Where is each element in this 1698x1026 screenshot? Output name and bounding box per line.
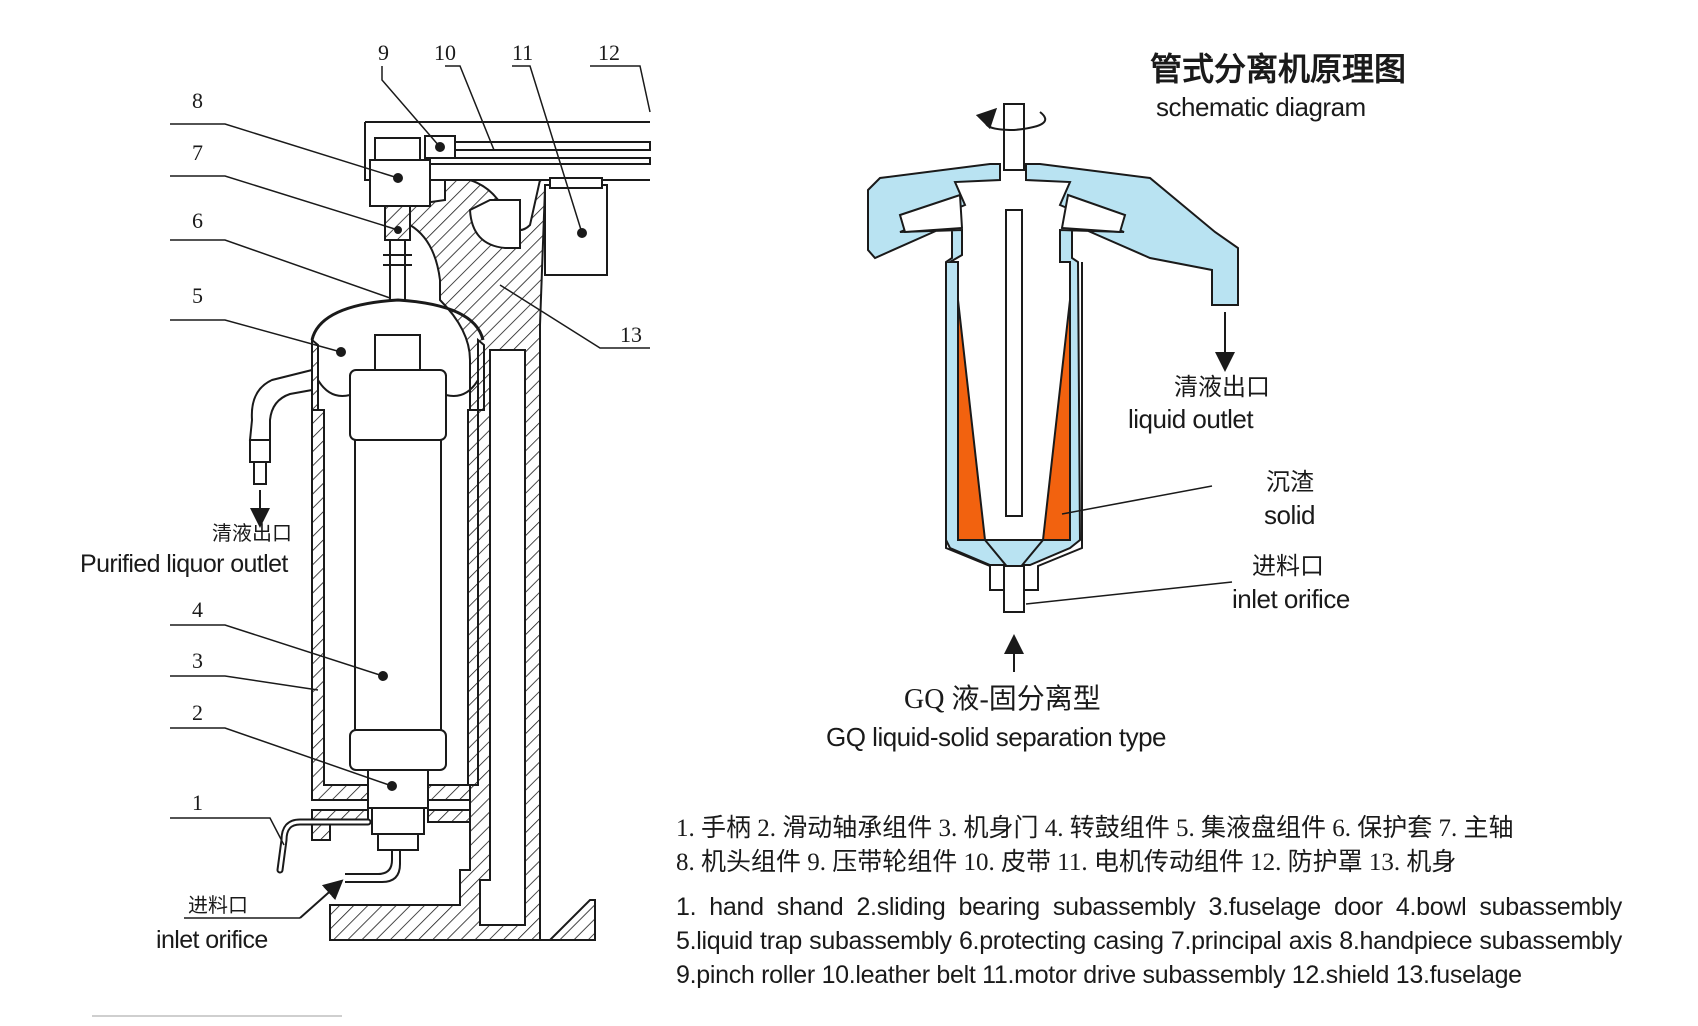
schematic-title-cn: 管式分离机原理图: [1150, 50, 1406, 88]
schematic-inlet-en: inlet orifice: [1232, 584, 1350, 614]
fuselage-inner-curve: [468, 199, 521, 249]
part-number: 5: [192, 283, 203, 308]
inlet-leader: [1025, 581, 1233, 605]
bearing-body: [367, 769, 429, 809]
part-number: 1: [192, 790, 203, 815]
part-number: 6: [192, 208, 203, 233]
handpiece-head: [369, 159, 431, 207]
liquid-trap-dome: [310, 298, 485, 341]
leader-11: [512, 65, 583, 234]
spindle-hatch: [384, 205, 411, 241]
trap-bowl-left: [317, 375, 351, 397]
leader-1: [170, 817, 285, 846]
solid-leader: [1061, 485, 1213, 515]
left-inlet-cn: 进料口: [188, 894, 248, 917]
left-outlet-cn: 清液出口: [212, 522, 292, 545]
leader-3: [170, 675, 319, 691]
shaft: [1003, 103, 1025, 171]
left-outlet-en: Purified liquor outlet: [80, 550, 288, 578]
lower-bracket-right: [427, 809, 471, 823]
centrifuge-cross-section: [170, 65, 651, 941]
inlet-arrow: [299, 879, 344, 919]
leader-2: [170, 727, 393, 787]
rotation-arrow: [975, 107, 1047, 132]
leader-8: [170, 123, 399, 179]
legend-en: 1. hand shand 2.sliding bearing subassem…: [676, 893, 1622, 989]
part-number: 3: [192, 648, 203, 673]
part-number: 7: [192, 140, 203, 165]
belt-lower: [429, 157, 651, 165]
bearing-lower: [371, 807, 425, 835]
schematic-outlet-en: liquid outlet: [1128, 404, 1254, 434]
leader-12: [590, 65, 651, 113]
inner-tube: [1005, 209, 1023, 517]
schematic-drawing: [867, 103, 1239, 672]
solid-left: [957, 299, 987, 541]
left-inlet-en: inlet orifice: [156, 926, 268, 954]
motor-cap: [549, 177, 603, 189]
legend-cn-line-1: 1. 手柄 2. 滑动轴承组件 3. 机身门 4. 转鼓组件 5. 集液盘组件 …: [676, 815, 1514, 842]
leader-5: [170, 319, 342, 353]
inlet-stub: [1003, 565, 1025, 613]
outlet-tip: [253, 461, 267, 485]
part-number: 4: [192, 597, 203, 622]
belt-upper: [429, 141, 651, 151]
bowl-neck: [374, 334, 421, 371]
part-number: 10: [434, 40, 456, 65]
bearing-bottom: [377, 833, 419, 851]
right-baffle: [1060, 193, 1127, 234]
trap-right: [477, 337, 485, 411]
bowl-body: [354, 439, 442, 731]
schematic-title-en: schematic diagram: [1156, 92, 1366, 122]
legend-cn-line-2: 8. 机头组件 9. 压带轮组件 10. 皮带 11. 电机传动组件 12. 防…: [676, 849, 1457, 876]
part-number: 2: [192, 700, 203, 725]
outlet-nozzle: [249, 439, 271, 463]
hand-handle-core: [278, 820, 370, 872]
solid-right: [1041, 299, 1071, 541]
leader-13: [499, 284, 650, 349]
leader-7: [170, 175, 399, 231]
legend-cn: 1. 手柄 2. 滑动轴承组件 3. 机身门 4. 转鼓组件 5. 集液盘组件 …: [676, 812, 1622, 880]
principal-axis: [383, 240, 412, 300]
leader-10: [445, 65, 495, 151]
outlet-pipe: [248, 368, 313, 441]
leader-9: [381, 66, 441, 148]
leader-lines: [170, 65, 651, 846]
column-cavity: [479, 349, 526, 926]
bowl-shoulder: [349, 369, 447, 441]
motor: [544, 184, 608, 276]
liquid-cone: [982, 539, 1046, 577]
part-number: 12: [598, 40, 620, 65]
schematic-solid-cn: 沉渣: [1266, 469, 1314, 496]
leader-6: [170, 239, 391, 299]
handpiece-top: [374, 137, 421, 161]
schematic-inlet-cn: 进料口: [1252, 553, 1324, 580]
part-number: 9: [378, 40, 389, 65]
schematic-type-en: GQ liquid-solid separation type: [826, 722, 1166, 752]
leader-4: [170, 624, 384, 677]
inlet-pipe: [345, 850, 401, 883]
left-baffle: [898, 193, 964, 234]
part-number: 8: [192, 88, 203, 113]
schematic-type-cn: GQ 液-固分离型: [904, 683, 1101, 715]
part-number: 11: [512, 40, 533, 65]
door-right-wall: [467, 409, 479, 786]
part-number: 13: [620, 322, 642, 347]
schematic-outlet-cn: 清液出口: [1174, 374, 1270, 401]
schematic-solid-en: solid: [1264, 500, 1315, 530]
bowl-base: [349, 729, 447, 771]
part-number-labels: 1 2 3 4 5 6 7 8 9 10 11 12 13: [192, 40, 642, 815]
